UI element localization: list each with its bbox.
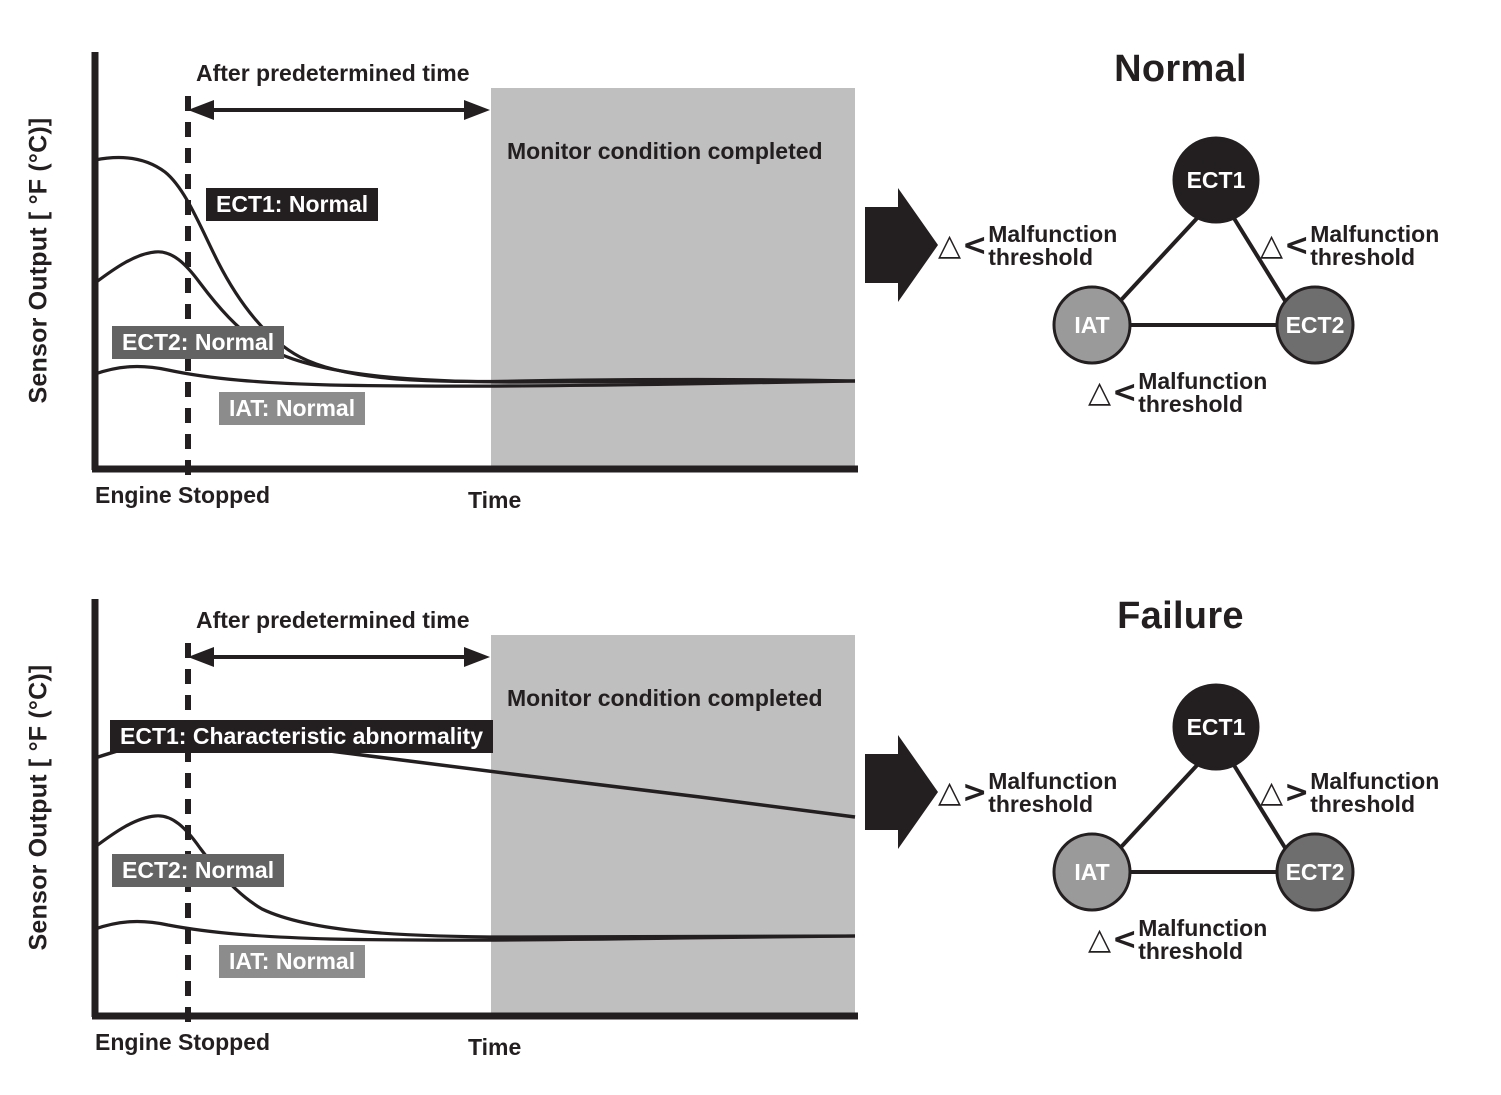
- threshold-text-line1: Malfunction: [988, 221, 1118, 247]
- triangle-icon: △: [1088, 375, 1111, 411]
- comparison-operator: >: [1284, 775, 1309, 811]
- triangle-icon: △: [938, 775, 961, 811]
- curve-tag-iat: IAT: Normal: [219, 945, 366, 979]
- threshold-text-line1: Malfunction: [1310, 768, 1440, 794]
- predetermined-time-arrow: [188, 100, 490, 120]
- node-graph-svg-normal: ECT1 IAT ECT2: [865, 136, 1355, 365]
- panel-failure: Sensor Output [ °F (°C)] After predeterm…: [0, 547, 1501, 1095]
- edge-ect1-iat: [1108, 760, 1202, 861]
- plot-svg-failure: [91, 599, 858, 1033]
- chart-normal: Sensor Output [ °F (°C)] After predeterm…: [0, 0, 880, 548]
- monitor-condition-label: Monitor condition completed: [507, 685, 823, 711]
- node-ect1-label: ECT1: [1187, 167, 1246, 193]
- curve-iat: [94, 364, 856, 388]
- curve-ect1: [94, 155, 856, 384]
- comparison-operator: <: [1112, 922, 1137, 958]
- monitor-condition-label: Monitor condition completed: [507, 138, 823, 164]
- threshold-text-line1: Malfunction: [1310, 221, 1440, 247]
- comparison-operator: <: [962, 228, 987, 264]
- node-ect2[interactable]: [1275, 285, 1355, 365]
- graph-title-failure: Failure: [1117, 595, 1244, 637]
- block-arrow-icon: [865, 735, 938, 849]
- curve-iat: [94, 919, 856, 942]
- edge-ect1-ect2: [1230, 760, 1294, 861]
- monitor-condition-region: [491, 635, 855, 1017]
- curve-tag-ect2: ECT2: Normal: [112, 854, 285, 888]
- curve-ect2: [94, 250, 856, 384]
- curve-tag-ect1: ECT1: Characteristic abnormality: [110, 720, 494, 754]
- threshold-text-line2: threshold: [988, 791, 1093, 818]
- threshold-text-line1: Malfunction: [988, 768, 1118, 794]
- curve-tag-iat: IAT: Normal: [219, 392, 366, 426]
- engine-stopped-label: Engine Stopped: [95, 482, 271, 508]
- curve-tag-ect1: ECT1: Normal: [206, 188, 379, 222]
- predetermined-time-arrow: [188, 647, 490, 667]
- threshold-text-line2: threshold: [1310, 244, 1415, 271]
- curve-tag-ect2: ECT2: Normal: [112, 326, 285, 360]
- block-arrow-icon: [865, 188, 938, 302]
- edge-ect1-ect2: [1230, 213, 1294, 314]
- engine-stopped-label: Engine Stopped: [95, 1029, 271, 1055]
- node-graph-svg-failure: ECT1 IAT ECT2: [865, 683, 1355, 912]
- chart-failure: Sensor Output [ °F (°C)] After predeterm…: [0, 547, 880, 1095]
- threshold-text-line2: threshold: [1138, 391, 1243, 418]
- threshold-text-line2: threshold: [988, 244, 1093, 271]
- threshold-text-line2: threshold: [1310, 791, 1415, 818]
- node-ect1[interactable]: [1172, 683, 1260, 771]
- after-predetermined-time-label: After predetermined time: [196, 60, 470, 86]
- comparison-operator: <: [1284, 228, 1309, 264]
- node-ect1-label: ECT1: [1187, 714, 1246, 740]
- node-iat[interactable]: [1052, 285, 1132, 365]
- after-predetermined-time-label: After predetermined time: [196, 607, 470, 633]
- triangle-icon: △: [1260, 775, 1283, 811]
- node-ect2[interactable]: [1275, 832, 1355, 912]
- time-axis-label: Time: [468, 487, 522, 513]
- node-iat-label: IAT: [1074, 859, 1109, 885]
- triangle-icon: △: [938, 228, 961, 264]
- comparison-operator: <: [1112, 375, 1137, 411]
- triangle-icon: △: [1088, 922, 1111, 958]
- monitor-condition-region: [491, 88, 855, 470]
- panel-normal: Sensor Output [ °F (°C)] After predeterm…: [0, 0, 1501, 548]
- node-iat-label: IAT: [1074, 312, 1109, 338]
- node-iat[interactable]: [1052, 832, 1132, 912]
- triangle-icon: △: [1260, 228, 1283, 264]
- comparison-operator: >: [962, 775, 987, 811]
- threshold-text-line1: Malfunction: [1138, 915, 1268, 941]
- node-ect1[interactable]: [1172, 136, 1260, 224]
- threshold-text-line1: Malfunction: [1138, 368, 1268, 394]
- plot-svg-normal: [91, 52, 858, 486]
- threshold-text-line2: threshold: [1138, 938, 1243, 965]
- edge-ect1-iat: [1108, 213, 1202, 314]
- node-ect2-label: ECT2: [1286, 859, 1345, 885]
- node-ect2-label: ECT2: [1286, 312, 1345, 338]
- graph-title-normal: Normal: [1114, 48, 1247, 90]
- time-axis-label: Time: [468, 1034, 522, 1060]
